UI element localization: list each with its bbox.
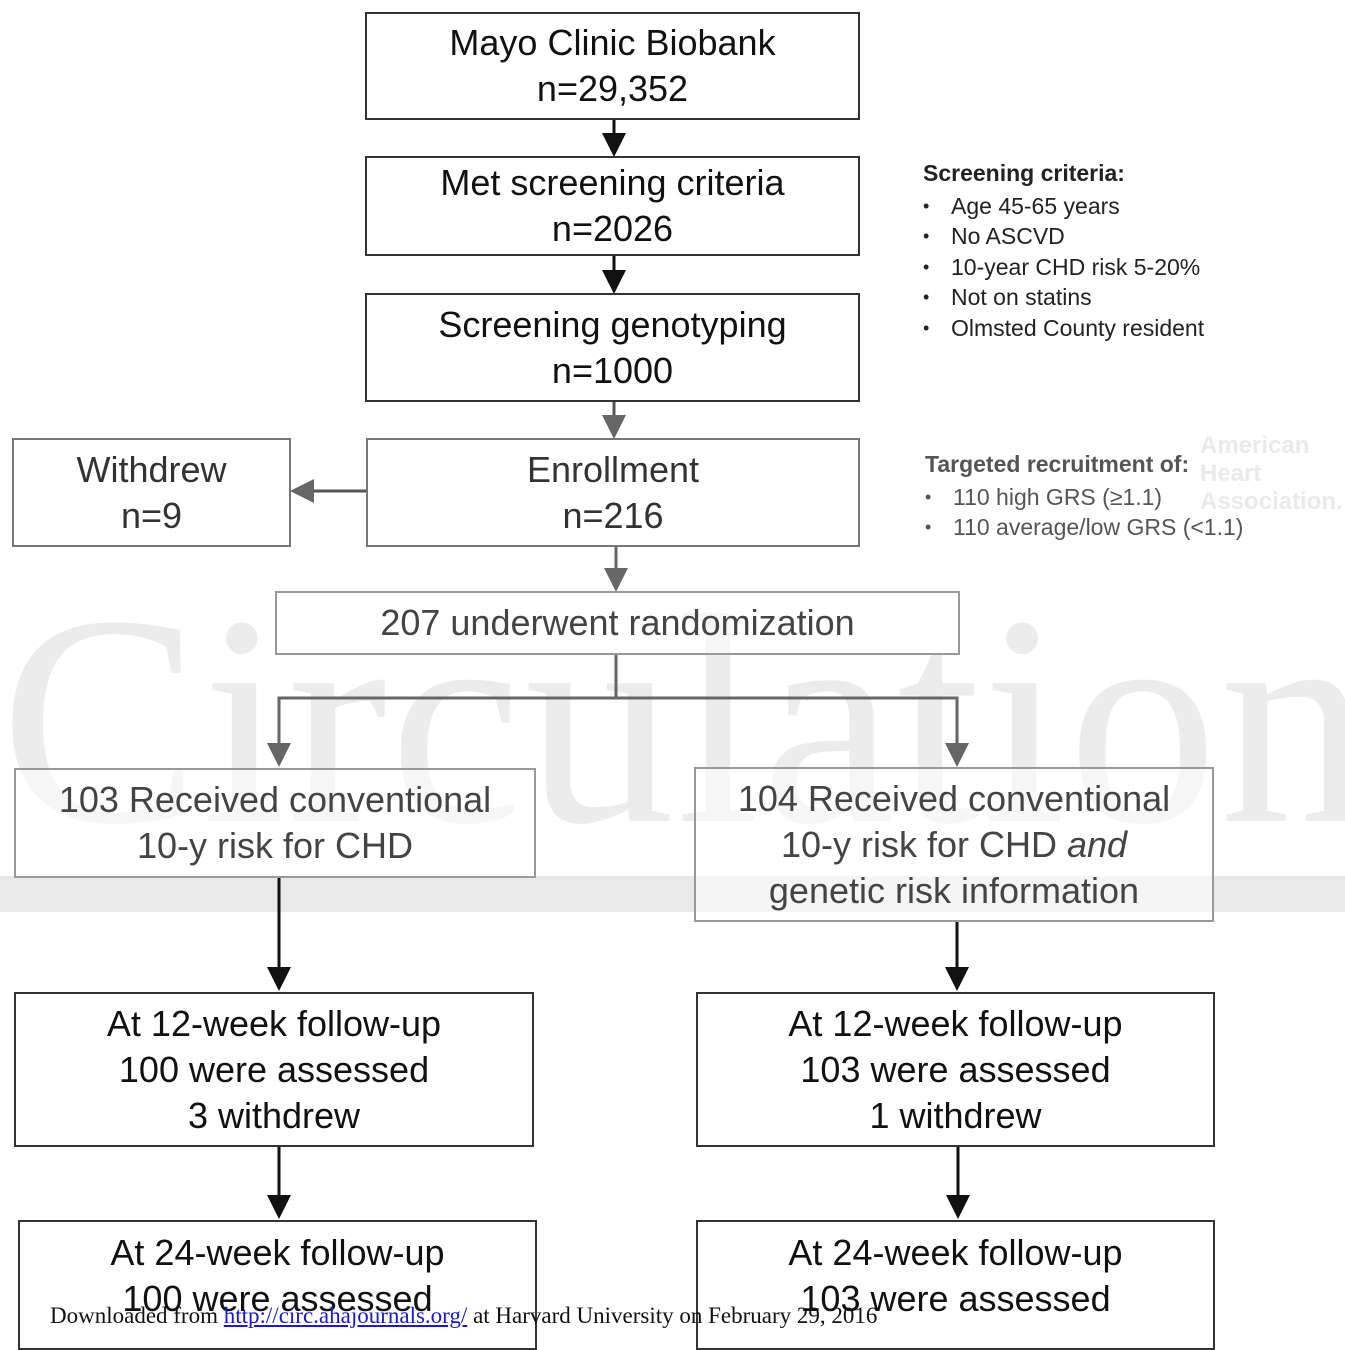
genetic-arm-box: 104 Received conventional 10-y risk for …: [694, 767, 1214, 922]
randomization-title: 207 underwent randomization: [380, 602, 855, 643]
withdrew-title: Withdrew: [76, 448, 227, 490]
targeted-recruitment-note: Targeted recruitment of: 110 high GRS (≥…: [925, 449, 1243, 543]
genetic-arm-line3: genetic risk information: [768, 869, 1140, 911]
genetic-arm-line2-text: 10-y risk for CHD: [780, 823, 1067, 865]
arrow-randomization-split-right: [616, 696, 969, 767]
withdrew-count: n=9: [120, 494, 183, 536]
footer-prefix: Downloaded from: [50, 1303, 224, 1328]
randomization-box: 207 underwent randomization: [275, 591, 960, 655]
conventional-arm-box: 103 Received conventional 10-y risk for …: [14, 768, 536, 878]
genetic-arm-line1: 104 Received conventional: [737, 777, 1171, 819]
screening-criterion-item: Not on statins: [923, 282, 1204, 313]
right-12wk-line1: At 12-week follow-up: [788, 1002, 1123, 1044]
footer-suffix: at Harvard University on February 29, 20…: [467, 1303, 878, 1328]
screening-criteria-note: Screening criteria: Age 45-65 years No A…: [923, 158, 1204, 343]
screening-criterion-item: No ASCVD: [923, 221, 1204, 252]
screening-criterion-item: 10-year CHD risk 5-20%: [923, 252, 1204, 283]
enrollment-box: Enrollment n=216: [366, 438, 860, 547]
genotyping-title: Screening genotyping: [438, 303, 787, 345]
download-footer: Downloaded from http://circ.ahajournals.…: [50, 1303, 877, 1329]
biobank-box: Mayo Clinic Biobank n=29,352: [365, 12, 860, 120]
screening-criteria-list: Age 45-65 years No ASCVD 10-year CHD ris…: [923, 191, 1204, 344]
conventional-arm-line2: 10-y risk for CHD: [136, 825, 414, 866]
right-12wk-box: At 12-week follow-up 103 were assessed 1…: [696, 992, 1215, 1147]
withdrew-box: Withdrew n=9: [12, 438, 291, 547]
right-24wk-line2: 103 were assessed: [800, 1278, 1111, 1319]
right-12wk-line2: 103 were assessed: [800, 1048, 1111, 1090]
genotyping-box: Screening genotyping n=1000: [365, 293, 860, 402]
screening-criterion-item: Age 45-65 years: [923, 191, 1204, 222]
genetic-arm-line2-emphasis: and: [1066, 823, 1128, 865]
left-12wk-line2: 100 were assessed: [118, 1048, 430, 1090]
screening-criterion-item: Olmsted County resident: [923, 313, 1204, 344]
left-12wk-box: At 12-week follow-up 100 were assessed 3…: [14, 992, 534, 1147]
left-24wk-line2: 100 were assessed: [122, 1278, 433, 1319]
right-24wk-box: At 24-week follow-up 103 were assessed: [696, 1220, 1215, 1350]
left-24wk-box: At 24-week follow-up 100 were assessed: [18, 1220, 537, 1350]
enrollment-title: Enrollment: [526, 448, 700, 490]
targeted-recruitment-heading: Targeted recruitment of:: [925, 451, 1190, 477]
recruitment-item: 110 high GRS (≥1.1): [925, 482, 1243, 513]
biobank-count: n=29,352: [536, 68, 689, 109]
journal-link[interactable]: http://circ.ahajournals.org/: [223, 1303, 468, 1328]
enrollment-count: n=216: [562, 494, 664, 536]
left-24wk-line1: At 24-week follow-up: [110, 1232, 445, 1273]
genetic-arm-line2: 10-y risk for CHD and: [781, 822, 1127, 868]
arrow-randomization-split: [267, 655, 618, 767]
right-12wk-line3: 1 withdrew: [869, 1094, 1042, 1136]
screening-criteria-heading: Screening criteria:: [923, 160, 1125, 186]
screening-met-count: n=2026: [551, 208, 674, 249]
right-24wk-line1: At 24-week follow-up: [788, 1232, 1123, 1273]
screening-met-title: Met screening criteria: [440, 162, 785, 203]
aha-watermark-line1: American: [1200, 432, 1310, 459]
targeted-recruitment-list: 110 high GRS (≥1.1) 110 average/low GRS …: [925, 482, 1243, 543]
screening-met-box: Met screening criteria n=2026: [365, 156, 860, 256]
left-12wk-line1: At 12-week follow-up: [106, 1002, 442, 1044]
conventional-arm-line1: 103 Received conventional: [58, 779, 492, 820]
genotyping-count: n=1000: [551, 349, 674, 391]
biobank-title: Mayo Clinic Biobank: [449, 22, 776, 63]
left-12wk-line3: 3 withdrew: [187, 1094, 361, 1136]
recruitment-item: 110 average/low GRS (<1.1): [925, 512, 1243, 543]
